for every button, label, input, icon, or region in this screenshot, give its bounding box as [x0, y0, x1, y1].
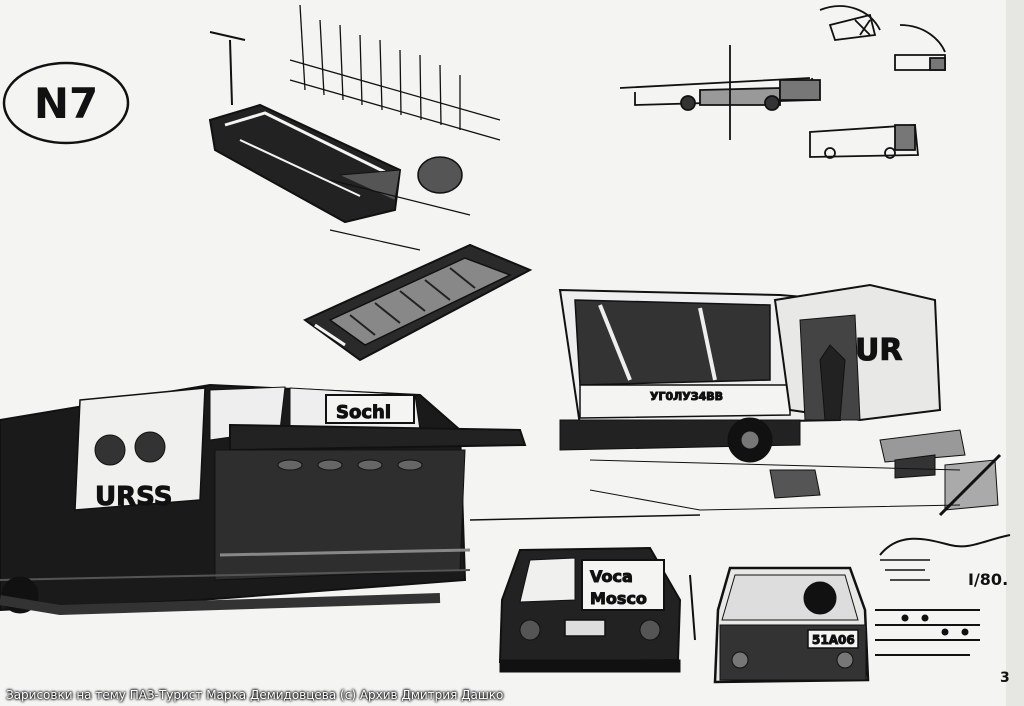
bus-right-side-label: UR [855, 333, 902, 368]
sketch-technical-side-views [619, 5, 946, 159]
rear-van-left-line2: Mosco [590, 589, 647, 608]
sketch-bus-top-view [303, 243, 533, 362]
image-caption: Зарисовки на тему ПАЗ-Турист Марка Демид… [6, 688, 504, 702]
sheet-number-badge: N7 [2, 61, 130, 145]
rear-van-left-line1: Voca [590, 567, 633, 586]
bus-right-registration: УГ0ЛУЗ4ВВ [650, 390, 723, 403]
artist-signature: I/80. [879, 534, 1011, 589]
page-mark: 3 [1000, 670, 1010, 686]
sketch-rear-van-right: 51А06 [713, 559, 980, 684]
rear-van-right-plate: 51А06 [812, 633, 855, 647]
sketch-bus-rear-urss: URSS Sochi [0, 383, 701, 616]
bus-left-side-label: URSS [95, 482, 172, 512]
sketch-bus-side-open-door: УГ0ЛУЗ4ВВ UR [558, 283, 1002, 517]
bus-left-destination: Sochi [336, 402, 391, 423]
sketch-rear-van-left: Voca Mosco [498, 546, 696, 673]
sheet-number-label: N7 [34, 79, 98, 128]
sketch-bus-perspective-top [208, 4, 501, 251]
signature-date: I/80. [968, 570, 1008, 589]
